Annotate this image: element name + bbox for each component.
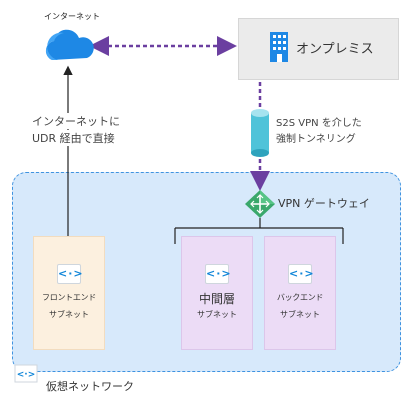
onprem-label: オンプレミス [296, 42, 374, 57]
subnet-arrows-glyph: <·> [289, 267, 315, 280]
udr-label-line2: UDR 経由で直接 [32, 130, 115, 146]
cloud-icon [45, 29, 94, 60]
udr-label-line1: インターネットに [32, 113, 120, 129]
subnet-icon: <·> [205, 264, 232, 284]
onprem-box [238, 18, 399, 80]
frontend-subnet: <·> フロントエンド サブネット [33, 236, 105, 350]
vnet-label: 仮想ネットワーク [46, 380, 134, 393]
gateway-bracket [174, 218, 344, 244]
middle-subnet-line1: 中間層 [198, 292, 235, 306]
frontend-subnet-line2: サブネット [49, 310, 89, 319]
vpn-gateway-label: VPN ゲートウェイ [278, 197, 370, 210]
subnet-icon: <·> [57, 264, 84, 284]
backend-subnet: <·> バックエンド サブネット [264, 236, 336, 350]
svg-text:<·>: <·> [17, 370, 36, 380]
middle-subnet-line2: サブネット [197, 310, 237, 319]
building-icon [270, 32, 288, 62]
middle-subnet: <·> 中間層 サブネット [181, 236, 253, 350]
vpn-gateway-icon [245, 190, 275, 218]
subnet-icon: <·> [288, 264, 315, 284]
internet-label: インターネット [44, 12, 100, 21]
subnet-arrows-glyph: <·> [206, 267, 232, 280]
cylinder-icon [251, 109, 269, 157]
backend-subnet-line2: サブネット [280, 310, 320, 319]
s2s-label-line2: 強制トンネリング [276, 134, 356, 145]
s2s-label-line1: S2S VPN を介した [276, 118, 362, 129]
frontend-subnet-line1: フロントエンド [42, 293, 96, 302]
virtual-network-icon: <·> [14, 364, 38, 383]
subnet-arrows-glyph: <·> [58, 267, 84, 280]
backend-subnet-line1: バックエンド [276, 293, 324, 302]
